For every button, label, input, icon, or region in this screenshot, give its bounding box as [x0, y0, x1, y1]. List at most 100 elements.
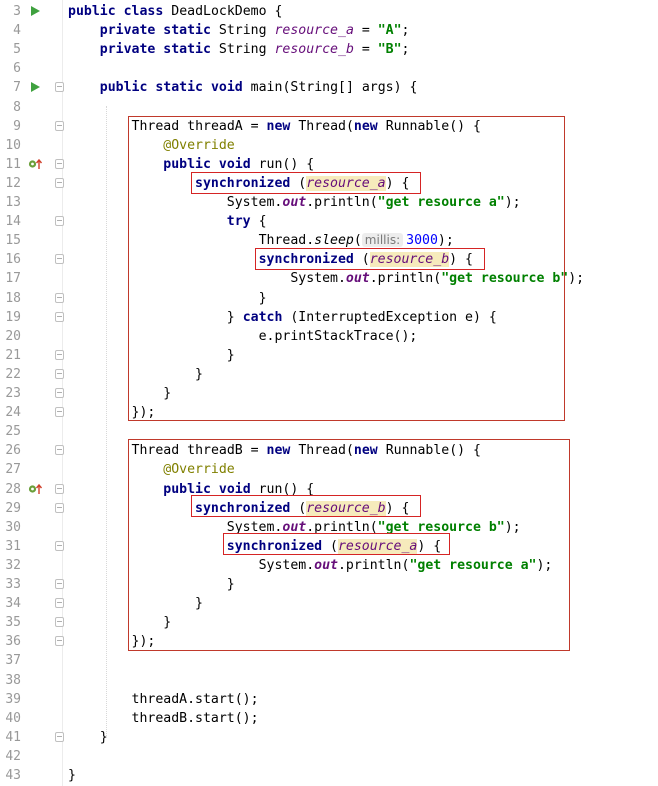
token: run() {: [258, 481, 315, 497]
code-line[interactable]: 10 @Override: [0, 136, 658, 155]
code-line[interactable]: 23 }: [0, 384, 658, 403]
line-number: 24: [5, 405, 21, 421]
line-number: 31: [5, 538, 21, 554]
code-line[interactable]: 41 }: [0, 728, 658, 747]
override-gutter-icon[interactable]: [28, 158, 44, 170]
run-gutter-icon[interactable]: [31, 82, 40, 93]
line-number: 23: [5, 386, 21, 401]
code-line[interactable]: 21 }: [0, 346, 658, 365]
fold-icon[interactable]: [55, 311, 64, 322]
code-text: synchronized (resource_a) {: [195, 175, 410, 191]
code-line[interactable]: 40 threadB.start();: [0, 709, 658, 728]
code-line[interactable]: 11 public void run() {: [0, 155, 658, 174]
code-line[interactable]: 35 }: [0, 613, 658, 632]
lock-resource-b: resource_b: [306, 500, 386, 516]
fold-icon[interactable]: [55, 540, 64, 551]
code-text: Thread threadB = new Thread(new Runnable…: [131, 443, 481, 459]
code-line[interactable]: 12 synchronized (resource_a) {: [0, 174, 658, 193]
code-text: synchronized (resource_b) {: [258, 252, 473, 268]
fold-icon[interactable]: [55, 502, 64, 513]
code-line[interactable]: 32 System.out.println("get resource a");: [0, 556, 658, 575]
line-number: 42: [5, 748, 21, 764]
token: e.printStackTrace();: [258, 328, 418, 344]
code-line[interactable]: 30 System.out.println("get resource b");: [0, 518, 658, 537]
code-line[interactable]: 15 Thread.sleep(millis:3000);: [0, 231, 658, 250]
code-line[interactable]: 20 e.printStackTrace();: [0, 327, 658, 346]
fold-icon[interactable]: [55, 216, 64, 227]
code-line[interactable]: 9 Thread threadA = new Thread(new Runnab…: [0, 117, 658, 136]
line-number: 41: [5, 729, 21, 745]
code-line[interactable]: 5 private static String resource_b = "B"…: [0, 40, 658, 59]
code-line[interactable]: 16 synchronized (resource_b) {: [0, 250, 658, 269]
fold-icon[interactable]: [55, 731, 64, 742]
line-number: 33: [5, 577, 21, 592]
code-line[interactable]: 25: [0, 422, 658, 441]
code-line[interactable]: 19 } catch (InterruptedException e) {: [0, 308, 658, 327]
fold-icon[interactable]: [55, 598, 64, 609]
code-line[interactable]: 43}: [0, 766, 658, 785]
code-line[interactable]: 34 }: [0, 594, 658, 613]
fold-icon[interactable]: [55, 292, 64, 303]
code-line[interactable]: 14 try {: [0, 212, 658, 231]
code-line[interactable]: 17 System.out.println("get resource b");: [0, 269, 658, 288]
code-text: public class DeadLockDemo {: [68, 4, 283, 19]
code-line[interactable]: 22 }: [0, 365, 658, 384]
fold-icon[interactable]: [55, 388, 64, 398]
code-line[interactable]: 26 Thread threadB = new Thread(new Runna…: [0, 441, 658, 460]
code-line[interactable]: 18 }: [0, 289, 658, 308]
code-line[interactable]: 42: [0, 747, 658, 766]
code-line[interactable]: 38: [0, 671, 658, 690]
fold-icon[interactable]: [55, 445, 64, 456]
code-text: }: [99, 729, 108, 745]
code-text: threadA.start();: [68, 690, 259, 709]
code-line[interactable]: 6: [0, 59, 658, 78]
override-gutter-icon[interactable]: [28, 483, 44, 495]
code-line[interactable]: 7 public static void main(String[] args)…: [0, 78, 658, 97]
line-number: 43: [5, 768, 21, 783]
fold-icon[interactable]: [55, 636, 64, 647]
code-text: System.out.println("get resource b");: [290, 271, 585, 287]
code-line[interactable]: 33 }: [0, 575, 658, 594]
code-line[interactable]: 24 });: [0, 403, 658, 422]
fold-icon[interactable]: [55, 158, 64, 169]
fold-icon[interactable]: [55, 349, 64, 360]
line-number: 10: [5, 137, 21, 153]
fold-icon[interactable]: [55, 254, 64, 265]
code-line[interactable]: 36 });: [0, 632, 658, 651]
fold-icon[interactable]: [55, 407, 64, 418]
code-line[interactable]: 39 threadA.start();: [0, 690, 658, 709]
keyword: static: [163, 42, 211, 58]
code-line[interactable]: 4 private static String resource_a = "A"…: [0, 21, 658, 40]
code-text: }: [226, 347, 235, 363]
token: Thread: [298, 443, 346, 459]
fold-icon[interactable]: [55, 177, 64, 188]
fold-icon[interactable]: [55, 483, 64, 494]
fold-icon[interactable]: [55, 82, 64, 93]
code-line[interactable]: 27 @Override: [0, 460, 658, 479]
code-line[interactable]: 29 synchronized (resource_b) {: [0, 499, 658, 518]
code-line[interactable]: 13 System.out.println("get resource a");: [0, 193, 658, 212]
run-gutter-icon[interactable]: [31, 6, 40, 16]
fold-icon[interactable]: [55, 579, 64, 589]
keyword: static: [155, 80, 203, 96]
line-number: 9: [13, 118, 21, 134]
token: run() {: [258, 156, 315, 172]
fold-icon[interactable]: [55, 120, 64, 131]
token: .println(: [369, 271, 442, 287]
indent-guide: [106, 106, 107, 736]
code-line[interactable]: 28 public void run() {: [0, 480, 658, 499]
line-number: 29: [5, 500, 21, 516]
token: Thread: [131, 118, 180, 134]
string-literal: "A": [377, 23, 402, 39]
code-line[interactable]: 8: [0, 98, 658, 117]
code-line[interactable]: 37: [0, 651, 658, 670]
fold-icon[interactable]: [55, 617, 64, 628]
code-text: }: [195, 596, 203, 612]
fold-icon[interactable]: [55, 368, 64, 379]
line-number: 20: [5, 328, 21, 344]
field-resource-a: resource_a: [274, 23, 354, 39]
code-line[interactable]: 31 synchronized (resource_a) {: [0, 537, 658, 556]
method-sleep: sleep: [314, 233, 354, 249]
